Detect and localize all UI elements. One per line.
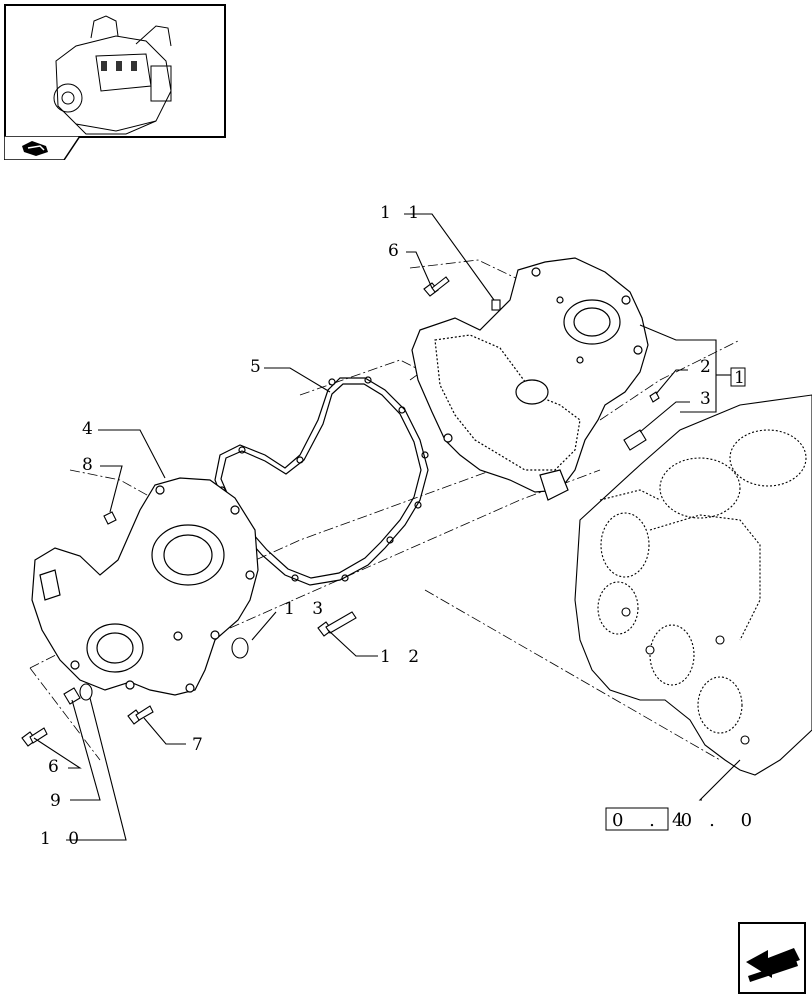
next-page-arrow-icon: [738, 922, 806, 994]
reference-suffix: 4 . 0: [672, 810, 762, 831]
callout-10[interactable]: 1 0: [40, 829, 85, 849]
callout-8[interactable]: 8: [82, 455, 99, 475]
section-tab[interactable]: [3, 135, 82, 161]
engine-thumbnail-icon: [53, 15, 172, 135]
callout-4[interactable]: 4: [82, 419, 99, 439]
part-rear-cover: [411, 257, 649, 501]
engine-thumbnail: [4, 4, 226, 138]
callout-1: 1: [734, 368, 751, 388]
callout-12[interactable]: 1 2: [380, 647, 425, 667]
callout-1-box[interactable]: 1: [730, 367, 751, 388]
assembly-lines: [29, 259, 741, 761]
next-page-button[interactable]: [738, 922, 806, 994]
callout-6-top[interactable]: 6: [388, 241, 405, 261]
callout-5[interactable]: 5: [250, 357, 267, 377]
part-front-cover: [31, 477, 259, 696]
callout-9[interactable]: 9: [50, 791, 67, 811]
part-engine-block: [574, 394, 812, 776]
callout-3[interactable]: 3: [700, 389, 717, 409]
section-reference[interactable]: 0 . 0 4 . 0: [605, 807, 762, 831]
callout-7[interactable]: 7: [192, 735, 209, 755]
callout-6-bottom[interactable]: 6: [48, 757, 65, 777]
leader-lines: [33, 213, 741, 841]
callout-11[interactable]: 1 1: [380, 203, 425, 223]
callout-13[interactable]: 1 3: [284, 599, 329, 619]
fasteners: [21, 276, 660, 747]
reference-prefix: 0 . 0: [612, 810, 702, 831]
callout-2[interactable]: 2: [700, 357, 717, 377]
